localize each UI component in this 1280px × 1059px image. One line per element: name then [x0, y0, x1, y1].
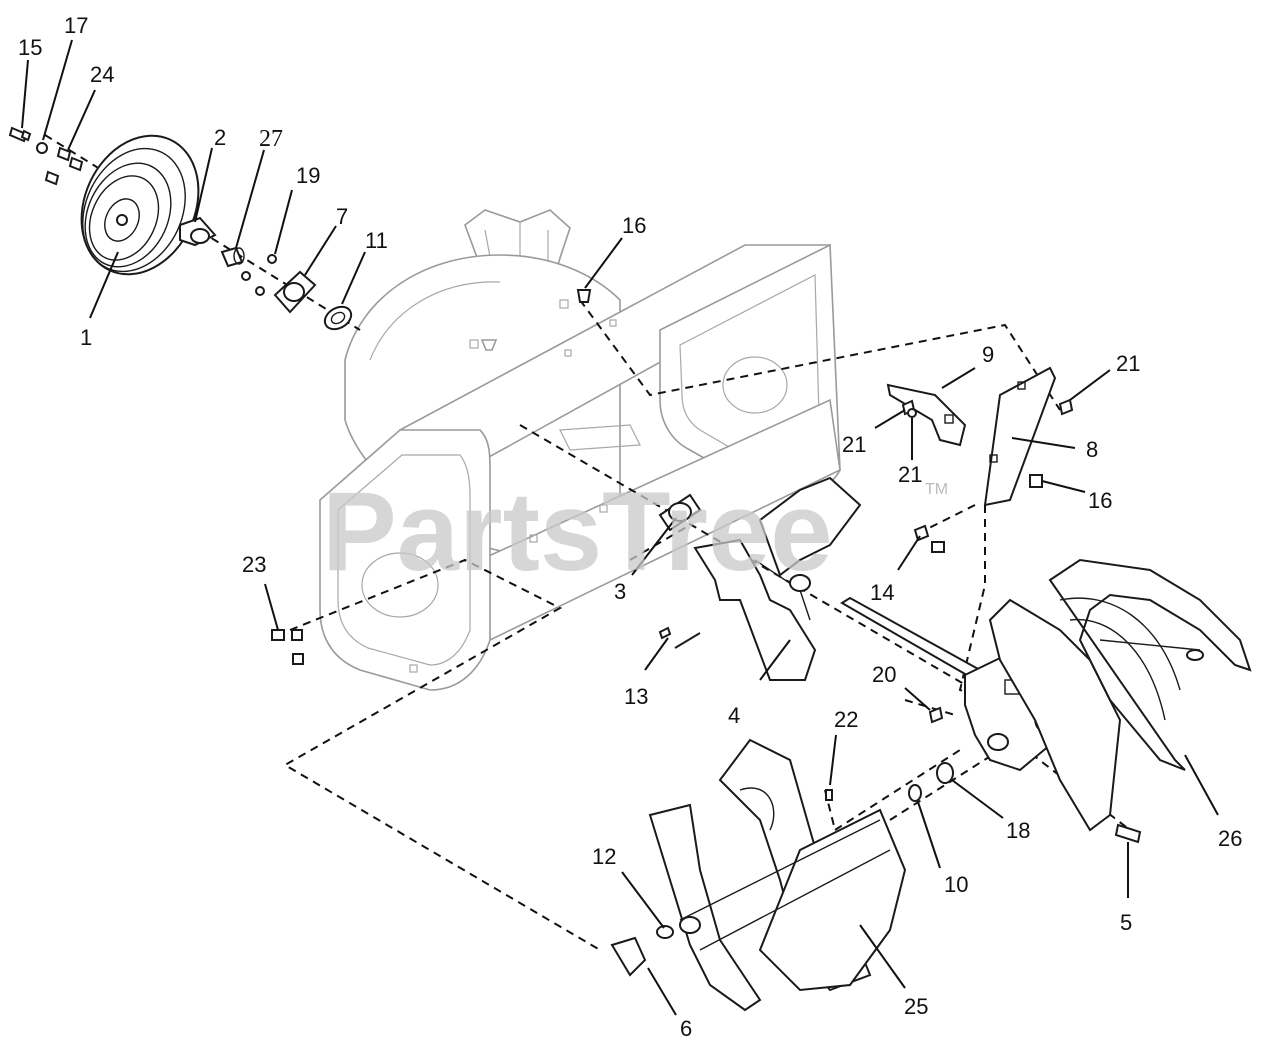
callout-8: 8	[1086, 437, 1098, 462]
callout-20: 20	[872, 662, 896, 687]
auger-housing	[319, 209, 841, 691]
callout-17: 17	[64, 13, 88, 38]
callout-13: 13	[624, 684, 648, 709]
callout-labels: 1 2 3 4 5 6 7 8 9 10 11 12 13 14 15 16 1…	[18, 13, 1242, 1041]
callout-9: 9	[982, 342, 994, 367]
bearing	[323, 305, 353, 331]
callout-7: 7	[336, 204, 348, 229]
auger-left	[648, 738, 907, 1012]
callout-23: 23	[242, 552, 266, 577]
callout-18: 18	[1006, 818, 1030, 843]
auger-shaft	[840, 596, 982, 680]
watermark-text: PartsTree	[322, 469, 833, 594]
callout-10: 10	[944, 872, 968, 897]
callout-2: 2	[214, 125, 226, 150]
callout-6: 6	[680, 1016, 692, 1041]
auger-right	[988, 558, 1252, 832]
callout-5: 5	[1120, 910, 1132, 935]
mounting-bracket	[983, 366, 1057, 507]
callout-22: 22	[834, 707, 858, 732]
callout-15: 15	[18, 35, 42, 60]
callout-21-left: 21	[842, 432, 866, 457]
plate-bracket	[886, 383, 967, 447]
partstree-watermark: PartsTree TM	[322, 469, 948, 594]
callout-12: 12	[592, 844, 616, 869]
right-fasteners	[271, 398, 1142, 977]
leader-lines	[21, 39, 1219, 1016]
callout-16-right: 16	[1088, 488, 1112, 513]
pulley-hardware	[8, 126, 84, 186]
callout-1: 1	[80, 325, 92, 350]
bearing-flange-3	[658, 493, 702, 532]
callout-21-mid: 21	[898, 462, 922, 487]
callout-24: 24	[90, 62, 114, 87]
callout-25: 25	[904, 994, 928, 1019]
callout-26: 26	[1218, 826, 1242, 851]
callout-4: 4	[728, 703, 740, 728]
bearing-housing-plate	[273, 270, 317, 314]
callout-16-top: 16	[622, 213, 646, 238]
callout-27: 27	[259, 126, 283, 152]
pin	[658, 626, 701, 649]
watermark-trademark: TM	[925, 481, 948, 498]
callout-21-right: 21	[1116, 351, 1140, 376]
callout-19: 19	[296, 163, 320, 188]
callout-11: 11	[365, 228, 388, 253]
auger-pulley	[80, 134, 200, 276]
callout-3: 3	[614, 579, 626, 604]
spacer	[220, 246, 245, 268]
callout-14: 14	[870, 580, 894, 605]
small-nuts	[241, 254, 592, 303]
impeller	[693, 476, 862, 681]
